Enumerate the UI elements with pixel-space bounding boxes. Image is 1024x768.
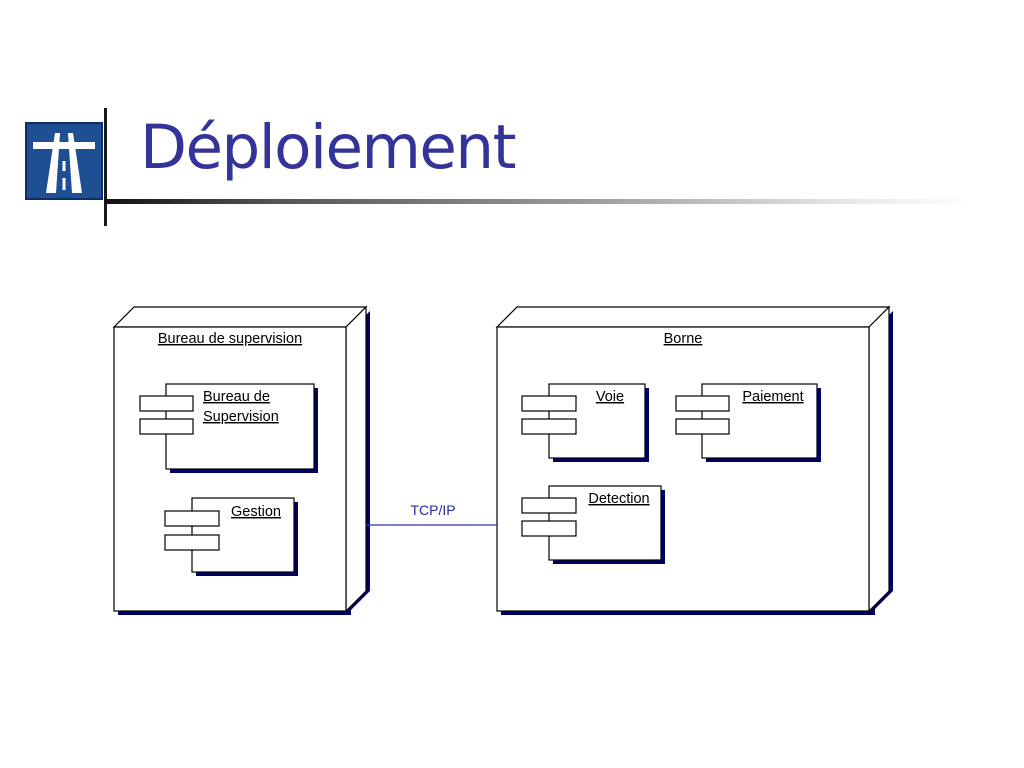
component-label: Detection [588, 491, 649, 507]
component-gestion: Gestion [164, 497, 298, 576]
title-underline [104, 199, 974, 204]
slide-title: Déploiement [140, 112, 517, 183]
node-label: Bureau de supervision [158, 331, 302, 347]
motorway-sign-icon [24, 121, 104, 201]
component-paiement: Paiement [675, 383, 821, 462]
node-label: Borne [664, 331, 703, 347]
component-label: Supervision [203, 409, 279, 425]
component-voie: Voie [521, 383, 649, 462]
component-label: Gestion [231, 504, 281, 520]
component-detection: Detection [521, 485, 665, 564]
component-label: Paiement [742, 389, 803, 405]
title-divider-vertical [104, 108, 107, 226]
connection-label: TCP/IP [410, 502, 455, 518]
component-label: Voie [596, 389, 624, 405]
component-bureau-de-supervision: Bureau de Supervision [139, 383, 318, 473]
component-label: Bureau de [203, 389, 270, 405]
